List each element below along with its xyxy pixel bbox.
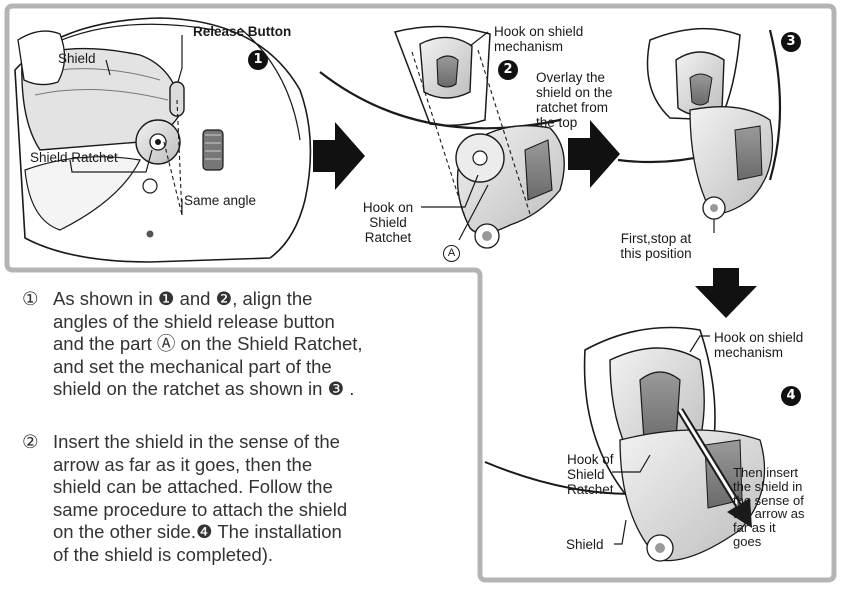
instruction-1-line: and the part Ⓐ on the Shield Ratchet, xyxy=(53,333,470,356)
label-release-button: Release Button xyxy=(193,24,291,39)
instruction-2-number: ② xyxy=(22,431,39,454)
instruction-2: ② Insert the shield in the sense of the … xyxy=(22,431,470,567)
label-part-a: A xyxy=(443,245,460,262)
instruction-1-line: shield on the ratchet as shown in ❸ . xyxy=(53,378,470,401)
instruction-2-line: of the shield is completed). xyxy=(53,544,470,567)
arrow-step2-to-step3 xyxy=(568,120,620,188)
arrow-step1-to-step2 xyxy=(313,122,365,190)
label-hook-on-shield-mechanism-4: Hook on shield mechanism xyxy=(714,330,803,360)
label-insert-note: Then insert the shield in the sense of t… xyxy=(733,466,805,549)
instruction-1-line: and set the mechanical part of the xyxy=(53,356,470,379)
instruction-1-line: As shown in ❶ and ❷, align the xyxy=(53,288,470,311)
instruction-2-line: on the other side.❹ The installation xyxy=(53,521,470,544)
instruction-1: ① As shown in ❶ and ❷, align the angles … xyxy=(22,288,470,401)
instruction-2-line: Insert the shield in the sense of the xyxy=(53,431,470,454)
label-same-angle: Same angle xyxy=(184,193,256,208)
instruction-2-line: same procedure to attach the shield xyxy=(53,499,470,522)
instruction-2-line: arrow as far as it goes, then the xyxy=(53,454,470,477)
label-hook-on-shield-ratchet: Hook on Shield Ratchet xyxy=(355,200,421,245)
arrow-step3-to-step4 xyxy=(695,268,757,318)
label-hook-on-shield-mechanism-2: Hook on shield mechanism xyxy=(494,24,583,54)
instruction-1-line: angles of the shield release button xyxy=(53,311,470,334)
panel3-overlay-drawing xyxy=(618,29,780,233)
step-marker-4: 4 xyxy=(781,386,801,406)
instruction-2-line: shield can be attached. Follow the xyxy=(53,476,470,499)
step-marker-3: 3 xyxy=(781,32,801,52)
step-marker-2: 2 xyxy=(498,60,518,80)
label-overlay-note: Overlay the shield on the ratchet from t… xyxy=(536,70,613,130)
step-marker-1: 1 xyxy=(248,50,268,70)
label-shield-ratchet: Shield Ratchet xyxy=(30,150,118,165)
panel4-completed-drawing xyxy=(485,328,765,562)
label-first-stop: First,stop at this position xyxy=(606,231,706,261)
label-shield: Shield xyxy=(58,51,96,66)
instruction-1-number: ① xyxy=(22,288,39,311)
label-shield-4: Shield xyxy=(566,537,604,552)
label-hook-of-shield-ratchet: Hook of Shield Ratchet xyxy=(567,452,614,497)
